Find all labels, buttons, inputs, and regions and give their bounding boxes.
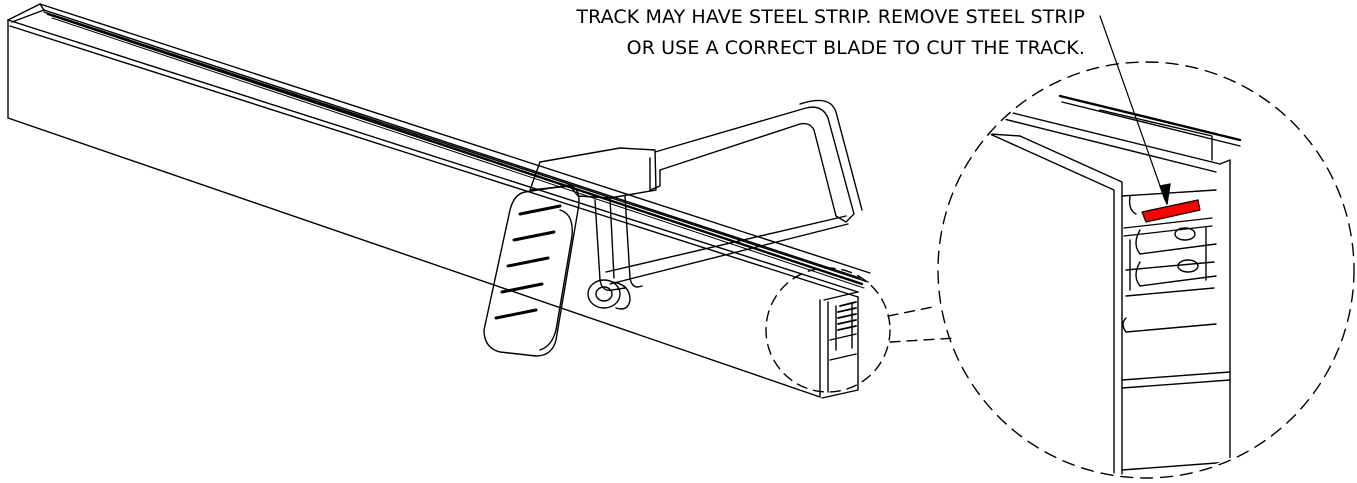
wing-nut-icon bbox=[587, 279, 631, 310]
warning-note-line1: TRACK MAY HAVE STEEL STRIP. REMOVE STEEL… bbox=[576, 6, 1085, 28]
warning-note-line2: OR USE A CORRECT BLADE TO CUT THE TRACK. bbox=[626, 37, 1085, 59]
leader-arrow bbox=[1099, 15, 1171, 205]
track-profile bbox=[7, 3, 871, 399]
detail-connector-lines bbox=[887, 305, 957, 343]
steel-strip-highlight bbox=[1141, 199, 1201, 223]
hacksaw-icon bbox=[483, 99, 863, 357]
warning-note: TRACK MAY HAVE STEEL STRIP. REMOVE STEEL… bbox=[576, 2, 1085, 64]
detail-marker-circle bbox=[765, 267, 891, 393]
detail-view bbox=[937, 61, 1355, 479]
